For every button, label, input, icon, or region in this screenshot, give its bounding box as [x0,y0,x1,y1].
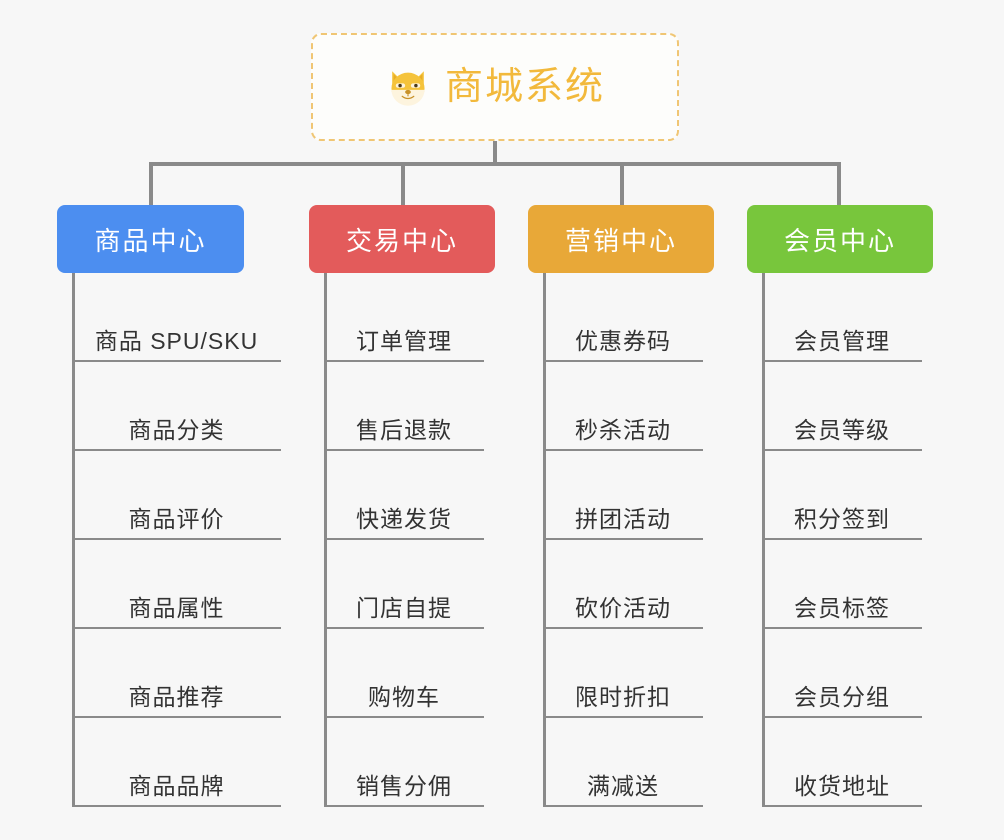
connector-spine-trade-center [324,273,327,807]
leaf-item-label: 秒杀活动 [575,416,671,443]
leaf-item[interactable]: 销售分佣 [324,718,484,807]
leaf-item-label: 商品属性 [128,594,225,621]
connector-root-stem [493,141,497,164]
connector-drop-marketing-center [620,162,624,207]
category-box-marketing-center[interactable]: 营销中心 [528,205,714,273]
category-label: 商品中心 [94,225,207,256]
leaf-item[interactable]: 订单管理 [324,273,484,362]
category-box-trade-center[interactable]: 交易中心 [309,205,495,273]
connector-horizontal-bus [149,162,841,166]
leaf-item[interactable]: 会员管理 [762,273,922,362]
leaf-column-member-center: 会员管理会员等级积分签到会员标签会员分组收货地址 [762,273,922,807]
leaf-item-label: 商品评价 [128,505,225,532]
leaf-item[interactable]: 快递发货 [324,451,484,540]
leaf-item[interactable]: 商品分类 [72,362,281,451]
leaf-item[interactable]: 商品属性 [72,540,281,629]
leaf-item[interactable]: 会员分组 [762,629,922,718]
leaf-item[interactable]: 砍价活动 [543,540,703,629]
leaf-item-label: 满减送 [587,772,659,799]
leaf-item-label: 商品品牌 [128,772,225,799]
leaf-item-label: 限时折扣 [575,683,671,710]
leaf-item-label: 拼团活动 [575,505,671,532]
leaf-item[interactable]: 门店自提 [324,540,484,629]
leaf-item[interactable]: 会员等级 [762,362,922,451]
leaf-item[interactable]: 会员标签 [762,540,922,629]
leaf-item-label: 收货地址 [794,772,890,799]
leaf-item[interactable]: 商品推荐 [72,629,281,718]
leaf-item[interactable]: 优惠券码 [543,273,703,362]
connector-drop-member-center [837,162,841,207]
leaf-column-product-center: 商品 SPU/SKU 商品分类商品评价商品属性商品推荐商品品牌 [72,273,281,807]
category-label: 会员中心 [783,225,896,256]
leaf-item-label: 会员标签 [794,594,890,621]
leaf-item[interactable]: 秒杀活动 [543,362,703,451]
category-box-product-center[interactable]: 商品中心 [57,205,244,273]
leaf-item-label: 商品推荐 [128,683,225,710]
leaf-item[interactable]: 售后退款 [324,362,484,451]
leaf-item-label: 会员分组 [794,683,890,710]
leaf-item-label: 订单管理 [356,327,452,354]
leaf-item[interactable]: 积分签到 [762,451,922,540]
category-label: 营销中心 [564,225,677,256]
leaf-item[interactable]: 满减送 [543,718,703,807]
leaf-item-label: 优惠券码 [575,327,671,354]
shiba-dog-face-icon [391,71,425,106]
leaf-column-trade-center: 订单管理售后退款快递发货门店自提购物车销售分佣 [324,273,484,807]
leaf-item[interactable]: 商品品牌 [72,718,281,807]
leaf-item[interactable]: 购物车 [324,629,484,718]
root-node-mall-system[interactable]: 商城系统 [311,33,679,141]
leaf-item[interactable]: 商品 SPU/SKU [72,273,281,362]
leaf-item-label: 会员等级 [794,416,890,443]
leaf-item[interactable]: 拼团活动 [543,451,703,540]
root-title: 商城系统 [444,66,605,108]
leaf-item[interactable]: 商品评价 [72,451,281,540]
connector-spine-member-center [762,273,765,807]
leaf-item-label: 砍价活动 [575,594,671,621]
leaf-item-label: 积分签到 [794,505,890,532]
connector-drop-product-center [149,162,153,207]
leaf-column-marketing-center: 优惠券码秒杀活动拼团活动砍价活动限时折扣满减送 [543,273,703,807]
connector-spine-product-center [72,273,75,807]
leaf-item-label: 快递发货 [356,505,452,532]
connector-drop-trade-center [401,162,405,207]
leaf-item-label: 购物车 [368,683,440,710]
category-label: 交易中心 [345,225,458,256]
leaf-item[interactable]: 收货地址 [762,718,922,807]
leaf-item-label: 商品分类 [128,416,225,443]
leaf-item-label: 会员管理 [794,327,890,354]
leaf-item[interactable]: 限时折扣 [543,629,703,718]
leaf-item-label: 商品 SPU/SKU [94,327,259,354]
category-box-member-center[interactable]: 会员中心 [747,205,933,273]
leaf-item-label: 售后退款 [356,416,452,443]
leaf-item-label: 销售分佣 [356,772,452,799]
leaf-item-label: 门店自提 [356,594,452,621]
connector-spine-marketing-center [543,273,546,807]
